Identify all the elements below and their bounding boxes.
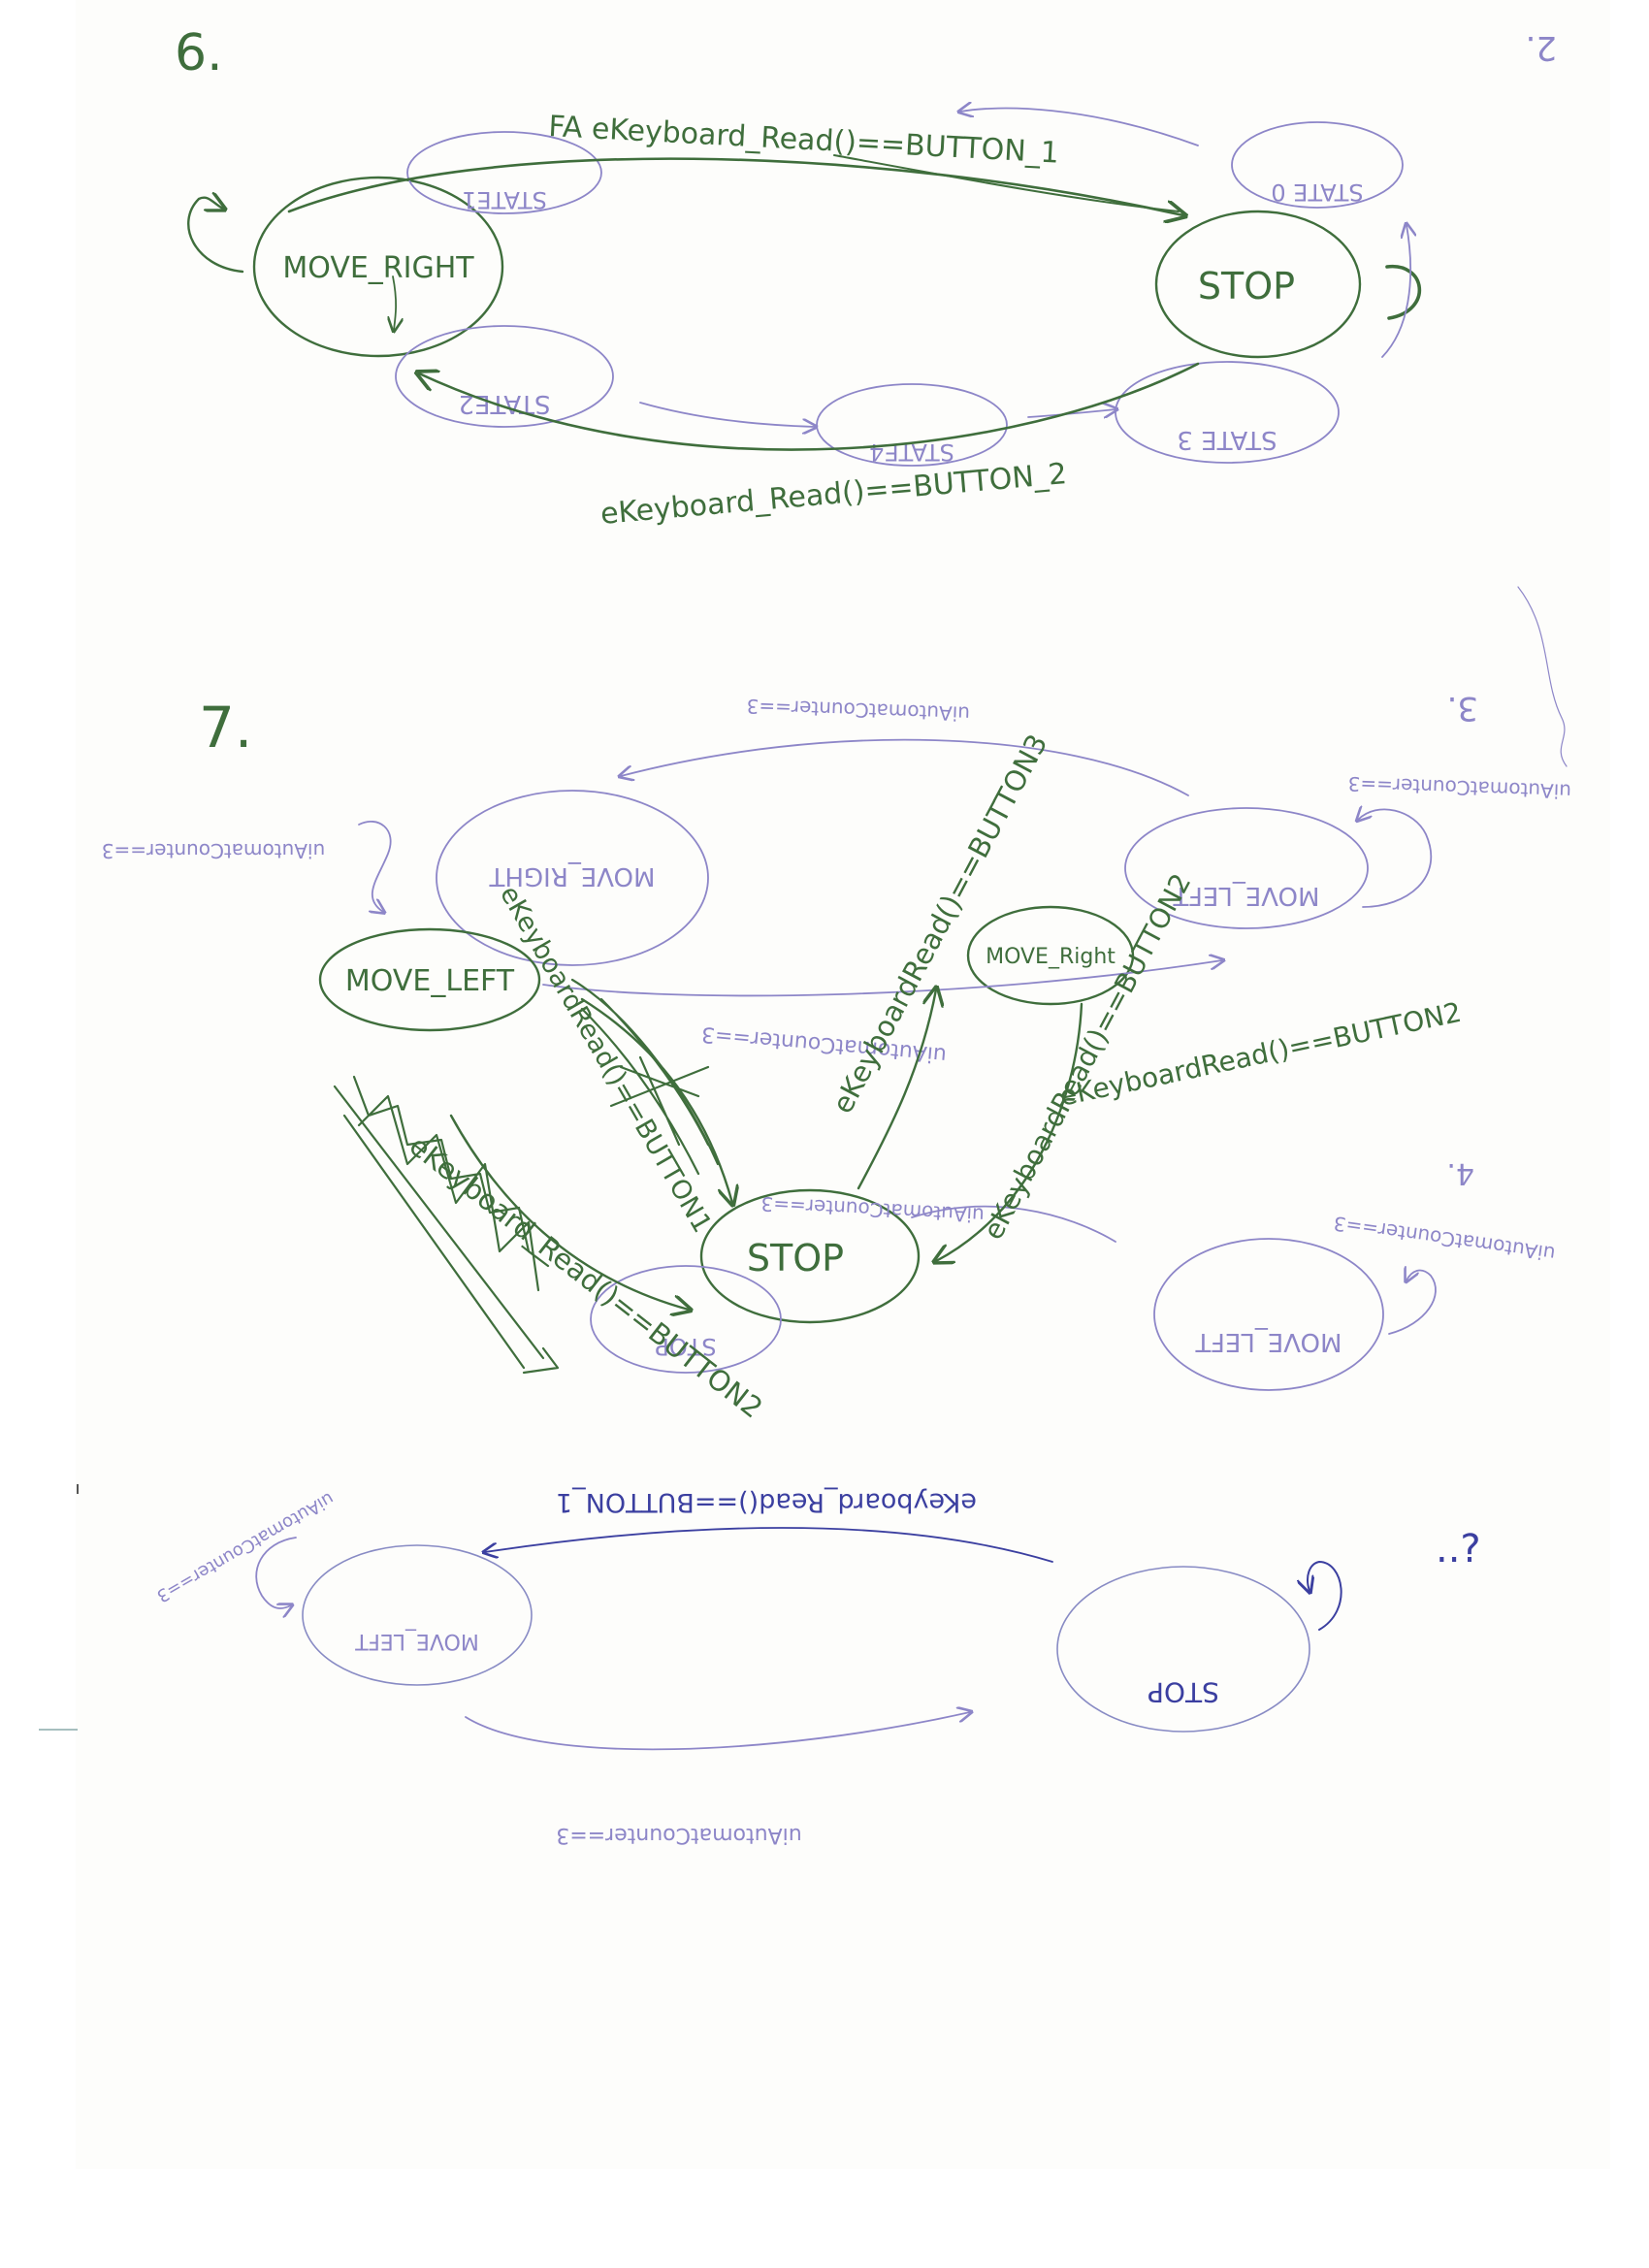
- corner-mark-2: 2.: [1526, 28, 1557, 67]
- corner-mark-3: 3.: [1447, 689, 1478, 728]
- mirrored-state-move-left-c-label: MOVE_LEFT: [355, 1629, 479, 1653]
- arrow-move-right-to-stop-overstroke: [833, 154, 1180, 212]
- transition-button1-7: eKeyboardRead()==BUTTON1: [494, 881, 717, 1238]
- mirrored-state-move-right: MOVE_RIGHT: [436, 790, 709, 966]
- state-move-right-small: MOVE_Right: [966, 905, 1135, 1006]
- transition-button2-7: eKeyboardRead()==BUTTON2: [977, 868, 1197, 1245]
- scribble-right-margin: [1517, 586, 1568, 767]
- arrow-violet-stop-right: [911, 1205, 1116, 1243]
- arrow-move-right-to-stop: [287, 157, 1183, 215]
- section-number-7: 7.: [199, 695, 252, 761]
- arrow-move-right-to-stop-button2: [936, 1002, 1083, 1261]
- arrow-move-left-to-stop-button1: [580, 997, 732, 1203]
- section-number-6: 6.: [175, 24, 223, 82]
- mark-question: ..?: [1436, 1527, 1481, 1571]
- self-loop-mirrored-move-left-b: [1388, 1271, 1437, 1335]
- label-counter-lower-right: uiAutomatCounter==3: [1332, 1212, 1557, 1266]
- transition-button1-label: FA eKeyboard_Read()==BUTTON_1: [548, 110, 1060, 171]
- mirrored-state-2-label: STATE2: [459, 389, 551, 418]
- down-arrow-move-right: [393, 275, 396, 330]
- mirrored-state-stop-b: STOP: [1056, 1566, 1310, 1733]
- mirrored-state-3: STATE 3: [1115, 361, 1340, 464]
- arrow-stop-to-move-right: [419, 362, 1200, 451]
- state-stop-7: STOP: [699, 1188, 921, 1324]
- arrow-bottom-move-left-to-stop: [465, 1712, 970, 1751]
- mirrored-state-1: STATE1: [406, 131, 602, 214]
- mirrored-state-1-label: STATE1: [462, 186, 547, 213]
- label-counter-mid: uiAutomatCounter==3: [700, 1021, 948, 1067]
- arrow-stop-to-move-right-button3: [857, 989, 936, 1190]
- mirrored-state-stop: STOP: [590, 1265, 782, 1374]
- label-counter-right: uiAutomatCounter==3: [1347, 772, 1571, 803]
- arrow-violet-middle-right: [542, 960, 1222, 997]
- state-stop-6: STOP: [1154, 210, 1362, 359]
- arrow-violet-state2-to-state4: [639, 402, 815, 427]
- self-loop-arrow-stop: [1385, 265, 1422, 320]
- self-loop-mirrored-move-right: [358, 820, 392, 912]
- arrow-violet-stop-up: [1381, 225, 1410, 358]
- mirrored-state-move-left-c: MOVE_LEFT: [302, 1544, 533, 1686]
- mark-4: 4.: [1446, 1156, 1474, 1190]
- state-move-right: MOVE_RIGHT: [252, 176, 504, 358]
- state-move-right-small-label: MOVE_Right: [986, 945, 1116, 969]
- label-counter-left: uiAutomatCounter==3: [102, 839, 325, 862]
- mirrored-state-stop-b-label: STOP: [1148, 1676, 1219, 1708]
- state-stop-7-label: STOP: [747, 1237, 844, 1280]
- scribble-button1-arrow: [570, 978, 720, 1176]
- label-counter-top: uiAutomatCounter==3: [746, 695, 970, 726]
- self-loop-bottom-left: [255, 1537, 297, 1608]
- self-loop-bottom-right: [1308, 1561, 1342, 1631]
- arrow-violet-state0-to-state1: [960, 109, 1199, 146]
- mirrored-state-0-label: STATE 0: [1271, 178, 1363, 206]
- arrow-violet-top-return: [621, 738, 1189, 796]
- label-bottom-left-counter: uiAutomatCounter==3: [153, 1488, 338, 1606]
- paper-sheet: [76, 0, 1610, 2169]
- transition-button2-label: eKeyboard_Read()==BUTTON_2: [599, 457, 1069, 532]
- mirrored-state-move-left-b-label: MOVE_LEFT: [1195, 1327, 1342, 1356]
- mirrored-state-move-right-label: MOVE_RIGHT: [489, 861, 655, 891]
- mirrored-state-4: STATE4: [816, 383, 1008, 467]
- mirrored-state-move-left-a-label: MOVE_LEFT: [1173, 881, 1319, 910]
- mirrored-state-3-label: STATE 3: [1177, 425, 1277, 454]
- mirrored-state-move-left-a: MOVE_LEFT: [1124, 807, 1369, 929]
- mirrored-state-2: STATE2: [395, 325, 614, 428]
- mirrored-state-move-left-b: MOVE_LEFT: [1153, 1238, 1384, 1391]
- state-stop-6-label: STOP: [1198, 265, 1295, 308]
- state-move-left-label: MOVE_LEFT: [345, 964, 515, 998]
- self-loop-arrow-move-right: [187, 198, 244, 274]
- arrow-move-left-to-stop-button2: [449, 1114, 689, 1310]
- scribble-crossed-out-arrow: [333, 1075, 560, 1375]
- label-counter-mid2: uiAutomatCounter==3: [760, 1192, 985, 1227]
- label-bottom-button1: eKeyboard_Read()==BUTTON_1: [556, 1487, 977, 1517]
- state-move-left: MOVE_LEFT: [318, 927, 541, 1032]
- state-move-right-label: MOVE_RIGHT: [282, 251, 474, 285]
- arrow-violet-state4-to-state3: [1027, 409, 1116, 417]
- self-loop-mirrored-move-left-a: [1358, 809, 1433, 908]
- label-bottom-counter: uiAutomatCounter==3: [556, 1823, 801, 1847]
- mirrored-state-0: STATE 0: [1231, 121, 1404, 209]
- arrow-bottom-stop-to-move-left: [485, 1527, 1053, 1563]
- mirrored-state-stop-label: STOP: [655, 1333, 716, 1360]
